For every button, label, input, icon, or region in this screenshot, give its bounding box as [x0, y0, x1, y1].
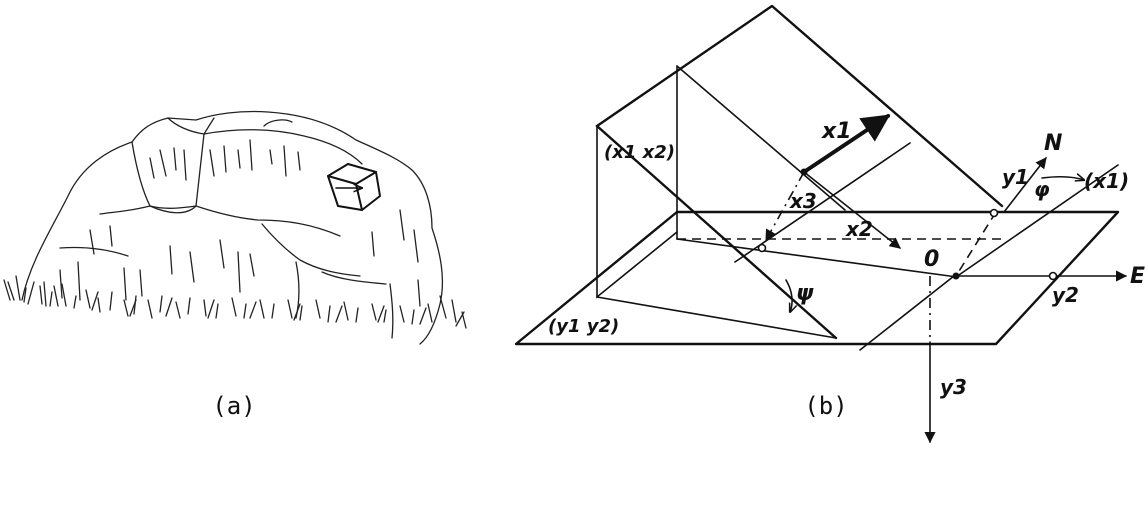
psi-angle-arc [785, 279, 792, 312]
phi-angle-arc [1041, 177, 1084, 180]
dipping-plane [595, 4, 1004, 340]
label-psi: ψ [796, 281, 814, 306]
label-x1-trace: (x1) [1084, 169, 1129, 193]
north-arrow [1003, 157, 1047, 213]
x1-axis-arrow [802, 114, 891, 174]
label-x3: x3 [789, 189, 817, 213]
label-x1: x1 [821, 119, 852, 144]
label-y3: y3 [940, 375, 967, 399]
label-y2: y2 [1052, 283, 1079, 307]
x3-foot-point [757, 243, 767, 253]
label-x2: x2 [845, 217, 873, 241]
x2-axis-arrow [803, 171, 901, 249]
origin-point [952, 272, 960, 280]
y2-point [1048, 271, 1058, 281]
label-origin: 0 [924, 247, 939, 272]
label-north: N [1044, 131, 1062, 156]
vertical-reference-plane [596, 65, 678, 299]
rock-outcrop-illustration [3, 110, 467, 345]
label-east: E [1130, 264, 1145, 289]
x3-axis-arrow [765, 171, 805, 241]
panel-a-caption: (a) [212, 392, 255, 420]
label-phi: φ [1034, 177, 1050, 201]
label-y1: y1 [1002, 165, 1029, 189]
panel-b-caption: (b) [804, 392, 847, 420]
label-y1y2-plane: (y1 y2) [548, 316, 619, 337]
label-x1x2-plane: (x1 x2) [604, 142, 675, 163]
x-origin-point [800, 168, 808, 176]
strike-line [734, 142, 1119, 351]
x1-intersect-point [989, 208, 999, 218]
horizontal-plane [514, 210, 1120, 346]
x1-dashed-projection [955, 211, 997, 277]
